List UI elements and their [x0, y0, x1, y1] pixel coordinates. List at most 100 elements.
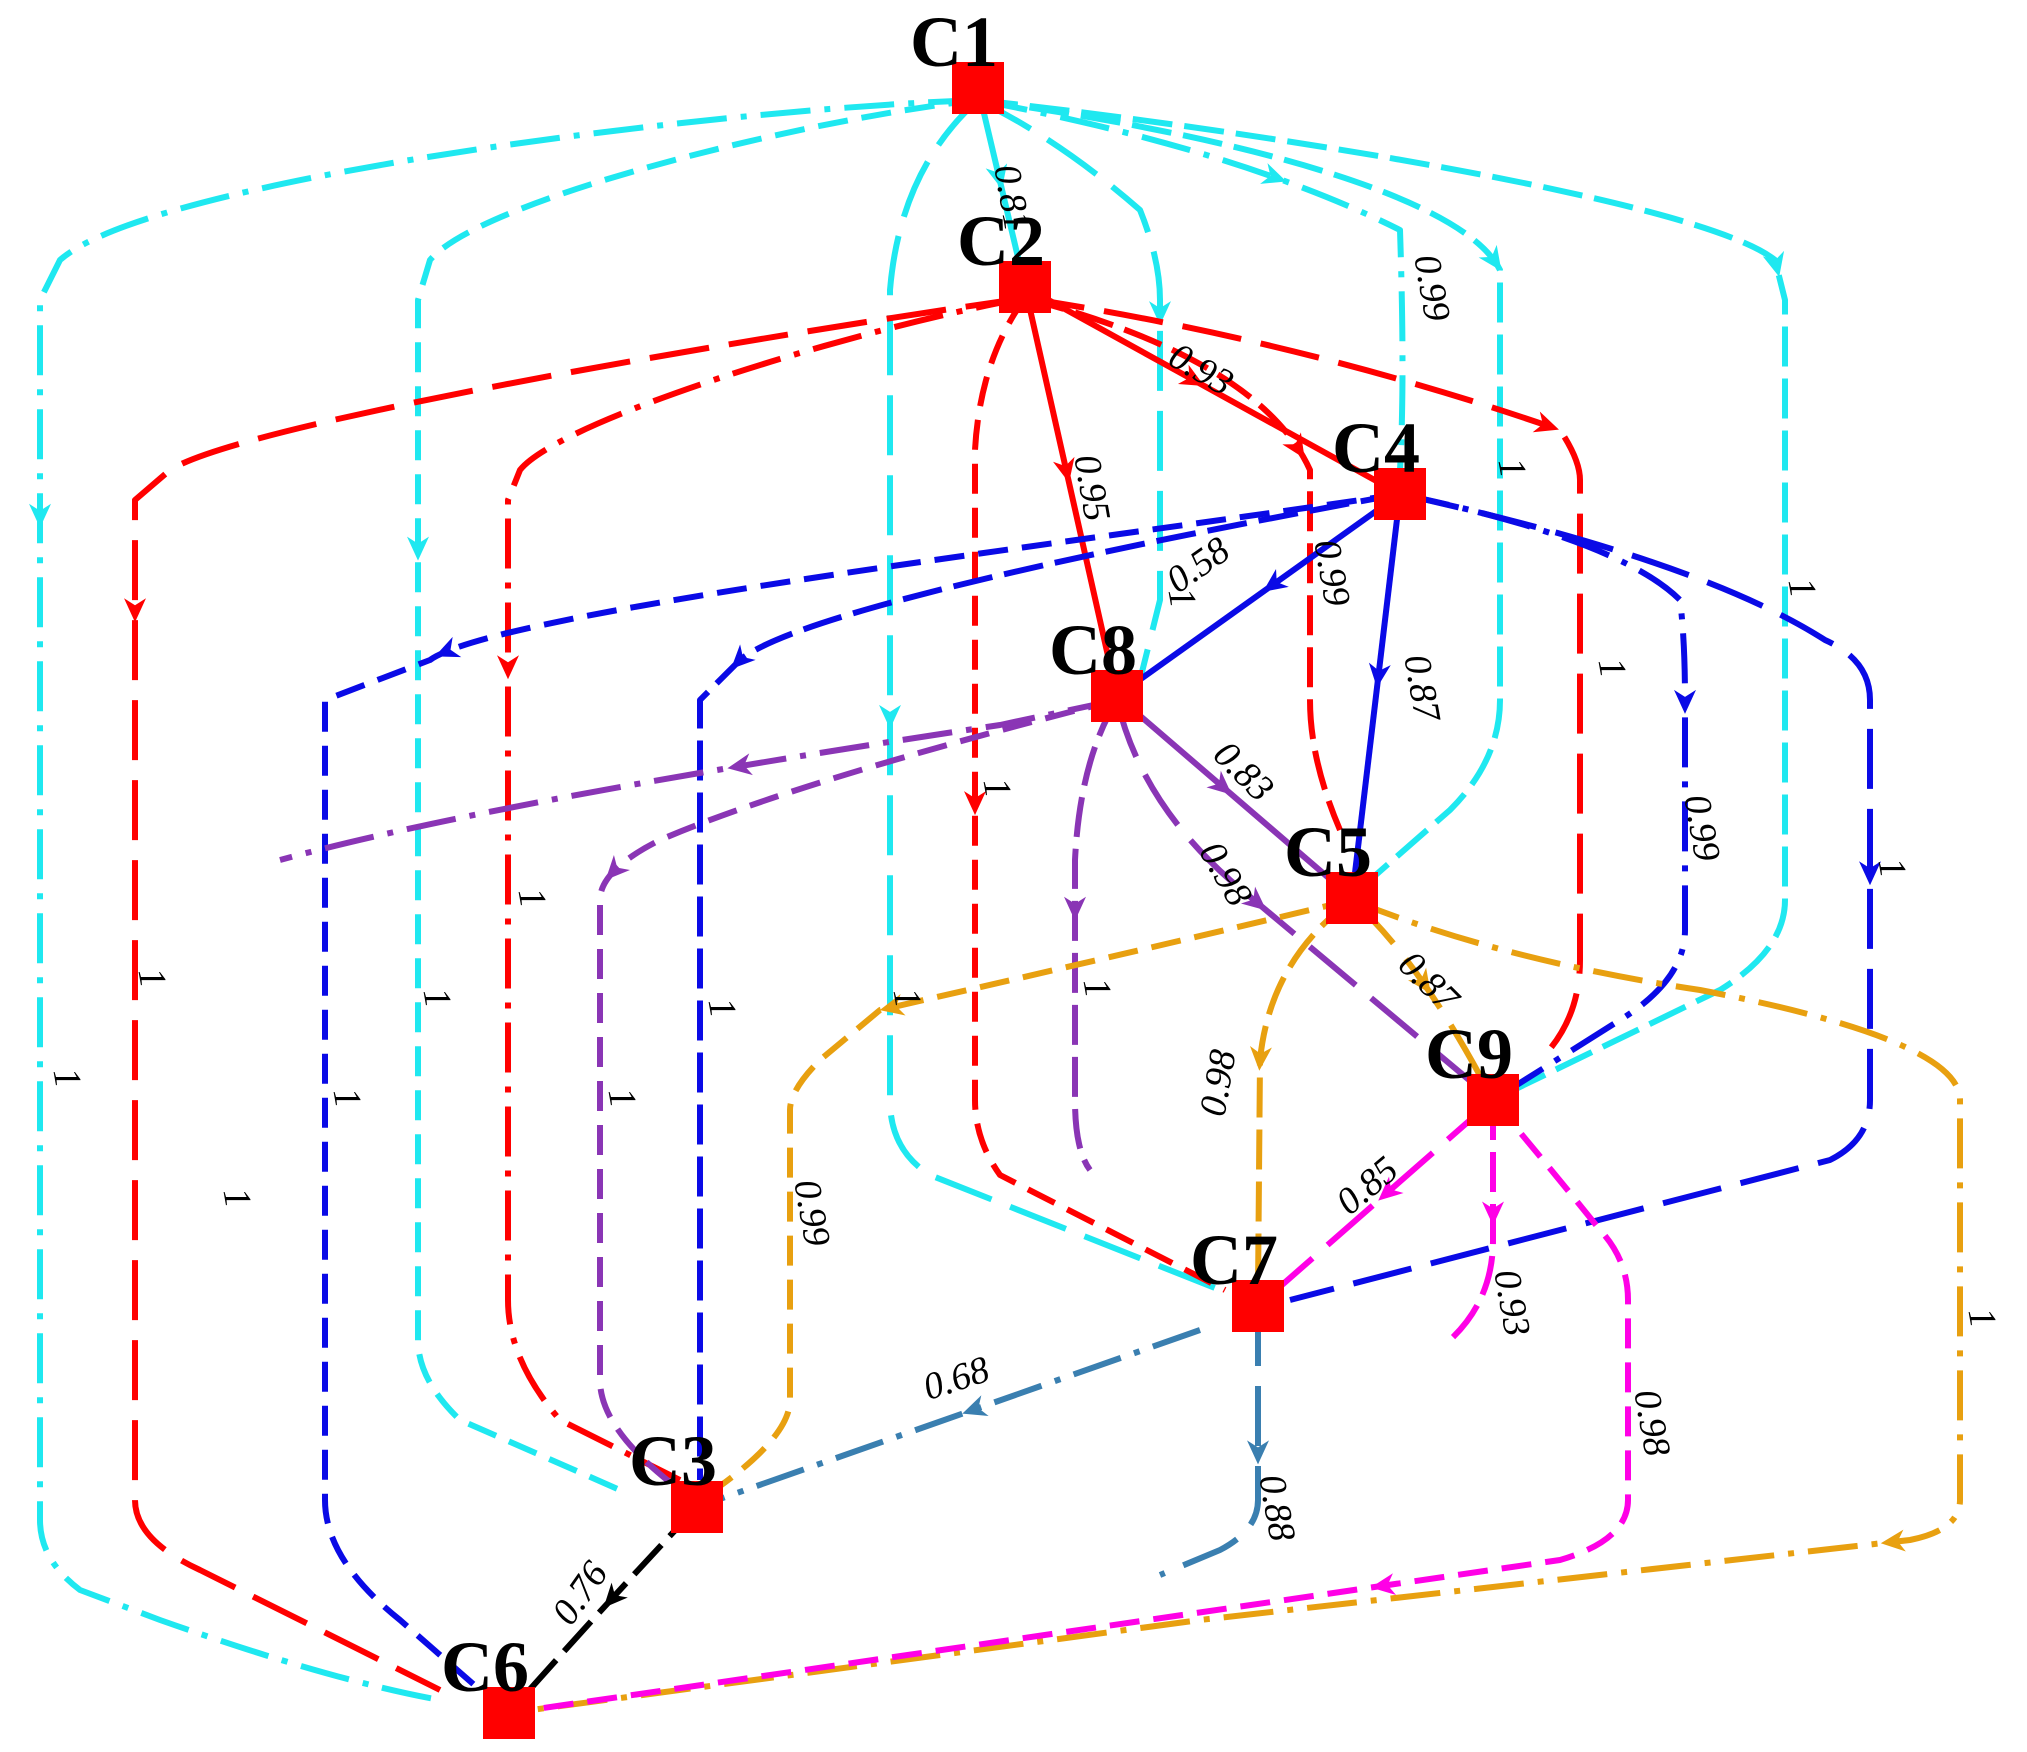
edge-c2-c9 [1024, 295, 1583, 1063]
arrowhead-c1-c7 [879, 704, 901, 729]
edge-weight-c5-c7: 0.98 [1192, 1047, 1245, 1120]
edge-weight-c5-c3: 0.99 [785, 1177, 838, 1250]
node-label: C8 [1049, 610, 1137, 690]
arrowhead-c2-c8 [1053, 456, 1075, 483]
edge-c5-c3 [698, 897, 1353, 1503]
edge-weight-c1-c6: 1 [44, 1065, 89, 1091]
node-label: C6 [441, 1627, 529, 1707]
arrowhead-c7-c6 [1247, 1440, 1269, 1465]
node-marker [952, 62, 1004, 114]
arrowhead-c1-c4 [1260, 163, 1287, 184]
arrowhead-c5-c7 [1249, 1045, 1272, 1071]
arrowhead-c4-c8 [1262, 568, 1289, 592]
node-c2[interactable]: C2 [957, 201, 1051, 313]
node-c9[interactable]: C9 [1425, 1014, 1519, 1126]
node-marker [671, 1481, 723, 1533]
edge-c1-c7 [887, 97, 1222, 1293]
node-label: C2 [957, 201, 1045, 281]
arrowhead-c9-c3 [1482, 1201, 1504, 1226]
arrowhead-c2-c6 [124, 598, 147, 623]
edge-c4-c5 [1349, 493, 1403, 899]
edge-c7-c6 [1158, 1306, 1261, 1578]
edge-weight-c9-c3: 0.93 [1485, 1267, 1538, 1340]
arrowhead-c2-c4 [1177, 364, 1205, 386]
node-label: C3 [629, 1421, 717, 1501]
arrowhead-c9-c6 [1370, 1573, 1397, 1595]
arrowhead-c4-c5 [1368, 662, 1391, 688]
edge-c8-c5 [1115, 693, 1354, 901]
edge-weight-c7-c6: 0.88 [1250, 1472, 1303, 1545]
node-c6[interactable]: C6 [441, 1627, 535, 1739]
node-label: C4 [1332, 408, 1420, 488]
arrowhead-c2-c5 [1282, 432, 1305, 459]
arrowhead-c3-c6 [603, 1582, 628, 1608]
edge-weight-c2-c9: 1 [1589, 655, 1634, 681]
edge-c2-c4 [1023, 284, 1402, 497]
edge-c1-c9 [977, 97, 1788, 1103]
node-label: C1 [910, 2, 998, 82]
edge-c2-c8 [1022, 286, 1120, 697]
edge-c9-c3 [1447, 1100, 1496, 1343]
edge-weight-c4-c9: 0.99 [1675, 792, 1728, 865]
node-c4[interactable]: C4 [1332, 408, 1426, 520]
arrowhead-c8-c7 [1064, 896, 1086, 921]
edge-c8-c7 [1072, 698, 1120, 1172]
edge-c4-c8 [1115, 491, 1402, 699]
arrowhead-c8-c6 [727, 753, 753, 776]
edge-c9-c7 [1256, 1097, 1495, 1309]
edge-weight-c5-c9: 0.87 [1390, 943, 1468, 1021]
edge-c1-c6 [37, 97, 979, 1703]
edge-weight-c7-c3: 0.68 [918, 1348, 994, 1408]
edge-c8-c9 [1114, 699, 1495, 1103]
edge-weight-c1-c4: 0.99 [1405, 252, 1458, 325]
arrowhead-c5-c9 [1408, 967, 1431, 994]
edge-weight-c5-c6: 1 [1959, 1305, 2004, 1331]
edge-c8-c3 [597, 697, 1118, 1493]
edge-c2-c6 [132, 295, 1026, 1693]
edge-weight-c1-c9: 1 [1779, 575, 1824, 601]
edge-weight-c4-c6: 1 [324, 1085, 369, 1111]
arrowhead-c8-c9 [1240, 886, 1267, 911]
node-marker [1374, 468, 1426, 520]
edge-c5-c6 [508, 897, 1963, 1716]
arrowhead-c1-c3 [407, 536, 430, 561]
edge-weight-c8-c3: 1 [599, 1085, 644, 1111]
node-c3[interactable]: C3 [629, 1421, 723, 1533]
arrowhead-c4-c3 [730, 644, 756, 670]
node-c8[interactable]: C8 [1049, 610, 1143, 722]
edge-weight-c4-c3: 1 [699, 995, 744, 1021]
edge-weight-c4-c5: 0.87 [1395, 652, 1448, 727]
edge-weight-c9-c6: 0.98 [1625, 1387, 1678, 1460]
edge-c9-c6 [508, 1098, 1631, 1716]
arrowhead-c5-c6 [1880, 1529, 1906, 1552]
edge-c3-c6 [506, 1504, 700, 1715]
arrowhead-c2-c9 [1532, 411, 1559, 433]
arrowhead-c2-c3 [497, 655, 520, 680]
edge-c1-c3 [415, 97, 979, 1493]
node-c7[interactable]: C7 [1190, 1220, 1284, 1332]
node-c1[interactable]: C1 [910, 2, 1004, 114]
edge-weight-c9-c7: 0.85 [1328, 1148, 1406, 1223]
arrowhead-c8-c3 [605, 854, 630, 881]
arrowhead-c1-c8 [1149, 301, 1171, 326]
edge-weight-c3-c6: 0.76 [544, 1554, 617, 1633]
edge-weight-c8-c7: 1 [1074, 975, 1119, 1001]
node-marker [1326, 872, 1378, 924]
arrowhead-c1-c5 [1478, 244, 1502, 271]
edge-c4-c7 [1289, 491, 1873, 1303]
edges-layer [29, 87, 1963, 1716]
arrowhead-c2-c7 [964, 791, 986, 816]
node-c5[interactable]: C5 [1284, 812, 1378, 924]
arrowhead-c4-c6 [434, 636, 462, 658]
node-marker [483, 1687, 535, 1739]
edge-weight-c2-c7: 1 [974, 775, 1019, 801]
arrowhead-c4-c7 [1859, 861, 1881, 886]
arrowhead-c8-c5 [1206, 770, 1232, 795]
edge-c8-c6 [279, 697, 1118, 863]
edge-c4-c9 [1399, 491, 1688, 1103]
edge-c2-c7 [972, 296, 1227, 1293]
arrowhead-c5-c3 [879, 994, 906, 1016]
